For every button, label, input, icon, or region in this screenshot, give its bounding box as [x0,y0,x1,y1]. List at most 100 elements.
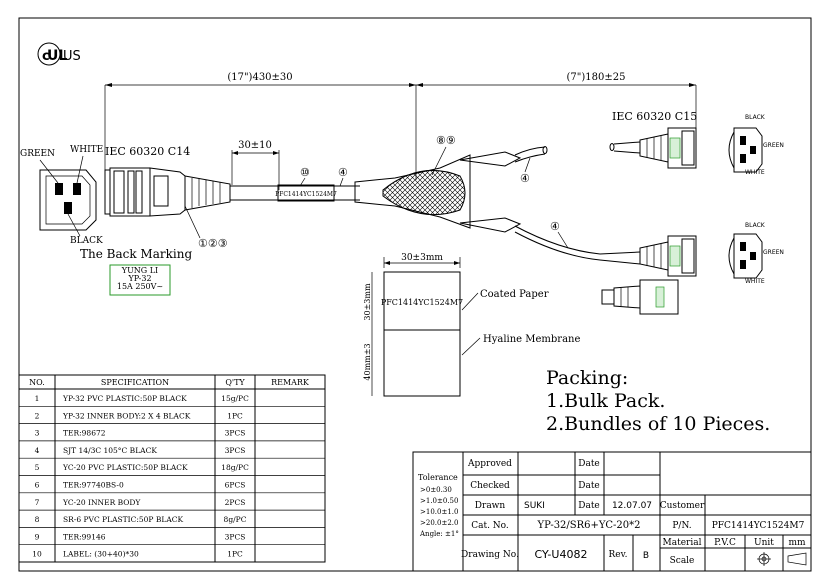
pn-label: P/N. [672,521,691,531]
date-label-drawn: Date [578,501,600,511]
scale-label: Scale [670,556,695,566]
tolerance-line-3: >10.0±1.0 [420,508,458,516]
date-value-drawn: 12.07.07 [612,501,652,511]
bom-cell-specification: YC-20 INNER BODY [62,498,141,507]
bom-header-no: NO. [29,378,45,387]
bom-cell-no: 7 [35,498,40,507]
c15-connector-lower [639,235,697,277]
bom-cell-specification: TER:98672 [63,429,106,438]
tolerance-line-1: >0±0.30 [420,486,452,494]
back-marking-title: The Back Marking [80,247,192,261]
label-detail: 30±3mm PFC1414YC1524M7 30±3mm 40mm±3 Coa… [363,253,580,397]
bom-cell-no: 10 [32,550,42,559]
bom-cell-no: 6 [35,481,40,490]
ul-us-letters: US [63,49,81,64]
balloon-1-2-3: ①②③ [198,237,228,250]
bom-row: 6 TER:97740BS-0 6PCS [35,481,246,490]
dimension-label-offset: 30±10 [231,140,280,190]
back-marking-line1: YUNG LI [121,266,158,275]
customer-label: Customer [660,501,705,511]
date-label-approved: Date [578,459,600,469]
c14-green-pin-label: GREEN [20,149,55,159]
tolerance-line-5: Angle: ±1° [419,530,459,538]
bom-cell-specification: TER:97740BS-0 [63,481,124,490]
bom-cell-specification: SR-6 PVC PLASTIC:50P BLACK [63,515,183,524]
c15-upper-white-label: WHITE [745,169,765,176]
bom-cell-qty: 3PCS [225,446,246,455]
packing-line1: 1.Bulk Pack. [546,390,665,412]
tolerance-line-4: >20.0±2.0 [420,519,458,527]
c15-lower-green-label: GREEN [763,249,784,256]
bom-cell-qty: 18g/PC [221,463,249,472]
bom-row: 3 TER:98672 3PCS [35,429,246,438]
ul-c-letter: c [42,49,50,64]
branch-cable-upper [514,141,641,163]
balloon-4-upper: ④ [520,172,530,185]
bom-header-remark: REMARK [271,378,310,387]
bom-cell-no: 3 [35,429,40,438]
c15-upper-green-label: GREEN [763,142,784,149]
checked-label: Checked [470,481,510,491]
bom-cell-qty: 2PCS [225,498,246,507]
unit-value: mm [788,538,806,548]
y-splitter-body [354,151,522,233]
coated-paper-label: Coated Paper [480,289,549,300]
bom-cell-specification: LABEL: (30+40)*30 [63,550,139,559]
balloon-4-cable: ④ [338,166,348,179]
c15-upper-black-label: BLACK [745,114,766,121]
cat-no-value: YP-32/SR6+YC-20*2 [537,520,641,531]
bom-cell-qty: 8g/PC [224,515,247,524]
main-cable: PFC1414YC1524M7 [230,184,360,202]
c15-connector-extra [601,279,679,315]
dimension-branch: (7")180±25 [416,72,697,130]
c15-lower-black-label: BLACK [745,222,766,229]
bom-cell-qty: 15g/PC [221,394,249,403]
bom-cell-specification: YP-32 INNER BODY:2 X 4 BLACK [62,411,191,420]
c14-face-view: GREEN WHITE BLACK [20,145,103,246]
bom-cell-qty: 3PCS [225,429,246,438]
cat-no-label: Cat. No. [471,521,509,531]
bom-cell-qty: 3PCS [225,532,246,541]
tolerance-line-2: >1.0±0.50 [420,497,458,505]
c15-face-view-lower: BLACK GREEN WHITE [728,222,784,285]
title-block: Tolerance >0±0.30 >1.0±0.50 >10.0±1.0 >2… [412,451,812,572]
bom-header-qty: Q'TY [225,378,245,387]
bom-cell-no: 8 [35,515,40,524]
c15-face-view-upper: BLACK GREEN WHITE [728,114,784,176]
material-label: Material [663,538,702,548]
rev-value: B [643,551,649,561]
bom-cell-no: 2 [35,411,40,420]
balloon-8-9: ⑧⑨ [436,134,456,147]
svg-text:UL: UL [47,48,67,64]
bom-cell-specification: YP-32 PVC PLASTIC:50P BLACK [62,394,187,403]
hyaline-membrane-label: Hyaline Membrane [483,334,580,345]
c14-connector-side: IEC 60320 C14 [104,145,231,217]
label-offset-label: 30±10 [238,140,272,151]
c15-connector-upper: IEC 60320 C15 [612,110,697,169]
bom-header-specification: SPECIFICATION [101,378,169,387]
approved-label: Approved [467,459,512,469]
packing-notes: Packing: 1.Bulk Pack. 2.Bundles of 10 Pi… [546,367,770,435]
label-height-top-dim: 30±3mm [363,283,372,321]
drawing-no-value: CY-U4082 [535,548,588,561]
c15-lower-white-label: WHITE [745,278,765,285]
date-label-checked: Date [578,481,600,491]
branch-cable-lower [514,225,641,265]
balloon-4-lower: ④ [550,220,560,233]
bom-cell-no: 9 [35,532,40,541]
bom-cell-qty: 6PCS [225,481,246,490]
bom-row: 7 YC-20 INNER BODY 2PCS [35,498,246,507]
label-height-bottom-dim: 40mm±3 [363,343,372,380]
c14-white-pin-label: WHITE [70,145,103,155]
material-value: P.V.C [714,538,736,548]
drawn-label: Drawn [475,501,506,511]
packing-line2: 2.Bundles of 10 Pieces. [546,413,770,435]
dimension-overall: (17")430±30 [104,72,417,180]
label-width-dim: 30±3mm [401,253,443,263]
